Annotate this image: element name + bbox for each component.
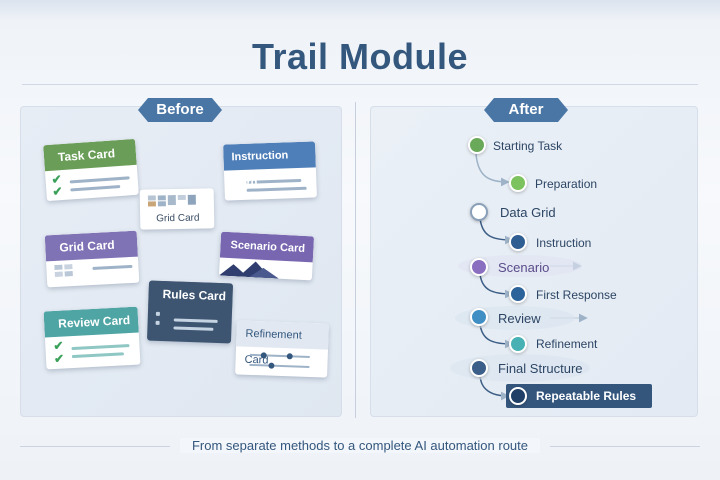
caption-rule xyxy=(20,446,170,447)
text-line xyxy=(70,185,121,192)
step-node xyxy=(470,203,488,221)
text-line xyxy=(173,326,214,331)
rules-card-title: Rules Card xyxy=(148,280,234,310)
bullet-icon xyxy=(155,320,160,325)
bullet-icon xyxy=(155,311,160,316)
step-label: Instruction xyxy=(536,236,592,250)
refinement-card-title: Refinement Card xyxy=(236,320,329,367)
panel-divider xyxy=(355,102,356,418)
grid-card-small-title: Grid Card xyxy=(156,212,200,225)
step-node xyxy=(509,285,527,303)
step-label: Scenario xyxy=(498,260,550,275)
text-line xyxy=(173,318,218,323)
check-icon: ✔ xyxy=(51,184,63,199)
final-step-box: Repeatable Rules xyxy=(506,384,652,408)
instruction-card: Instruction Card xyxy=(223,141,317,201)
step-node xyxy=(509,174,527,192)
highlight-glow xyxy=(458,255,582,277)
review-card: Review Card ✔ ✔ xyxy=(43,306,141,370)
step-node xyxy=(509,233,527,251)
caption-rule xyxy=(550,446,700,447)
step-node xyxy=(509,335,527,353)
grid-card-small: Grid Card xyxy=(139,188,215,230)
step-label: First Response xyxy=(536,288,617,302)
step-label: Starting Task xyxy=(493,139,563,153)
step-label: Review xyxy=(498,311,541,326)
sliders-icon xyxy=(249,352,310,369)
refinement-card: Refinement Card xyxy=(235,320,329,378)
step-node xyxy=(470,308,488,326)
grid-icon xyxy=(147,194,196,207)
step-node xyxy=(470,359,488,377)
text-line xyxy=(71,352,124,359)
before-tag: Before xyxy=(138,98,222,122)
text-line xyxy=(92,264,133,270)
mountain-icon xyxy=(218,261,279,279)
route-arrow xyxy=(479,273,514,299)
check-icon: ✔ xyxy=(53,351,65,367)
title-divider xyxy=(22,84,698,85)
step-label: Refinement xyxy=(536,337,598,351)
text-line xyxy=(71,344,130,351)
step-label: Data Grid xyxy=(500,205,556,220)
grid-card: Grid Card xyxy=(44,230,140,288)
task-card: Task Card ✔ ✔ xyxy=(43,138,139,202)
rules-card: Rules Card xyxy=(146,280,234,344)
step-label: Preparation xyxy=(535,177,598,191)
caption-text: From separate methods to a complete AI a… xyxy=(179,438,540,453)
route-arrow xyxy=(479,217,514,245)
scenario-card: Scenario Card xyxy=(218,231,315,281)
text-line xyxy=(69,176,130,184)
after-tag: After xyxy=(484,98,568,122)
instruction-card-title: Instruction Card xyxy=(223,141,316,189)
step-node xyxy=(468,136,486,154)
step-label: Final Structure xyxy=(498,361,583,376)
top-band xyxy=(0,0,720,20)
step-node xyxy=(509,387,527,405)
step-node xyxy=(470,258,488,276)
caption: From separate methods to a complete AI a… xyxy=(0,438,720,453)
grid-icon xyxy=(54,264,73,277)
route-arrow xyxy=(475,153,510,187)
page-title: Trail Module xyxy=(251,36,469,77)
step-label: Repeatable Rules xyxy=(536,389,637,403)
